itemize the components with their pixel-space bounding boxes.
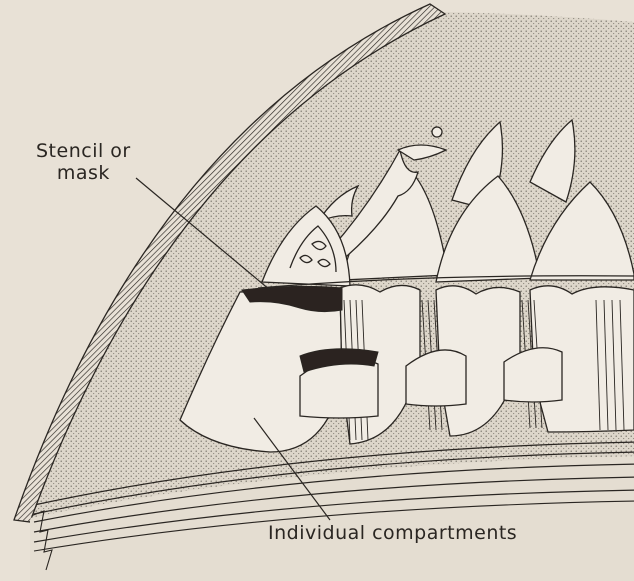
stencil-label-line1: Stencil or <box>36 141 131 163</box>
stencil-label: Stencil or mask <box>36 141 131 185</box>
stencil-label-line2: mask <box>36 163 131 185</box>
compartments-label: Individual compartments <box>268 523 517 545</box>
